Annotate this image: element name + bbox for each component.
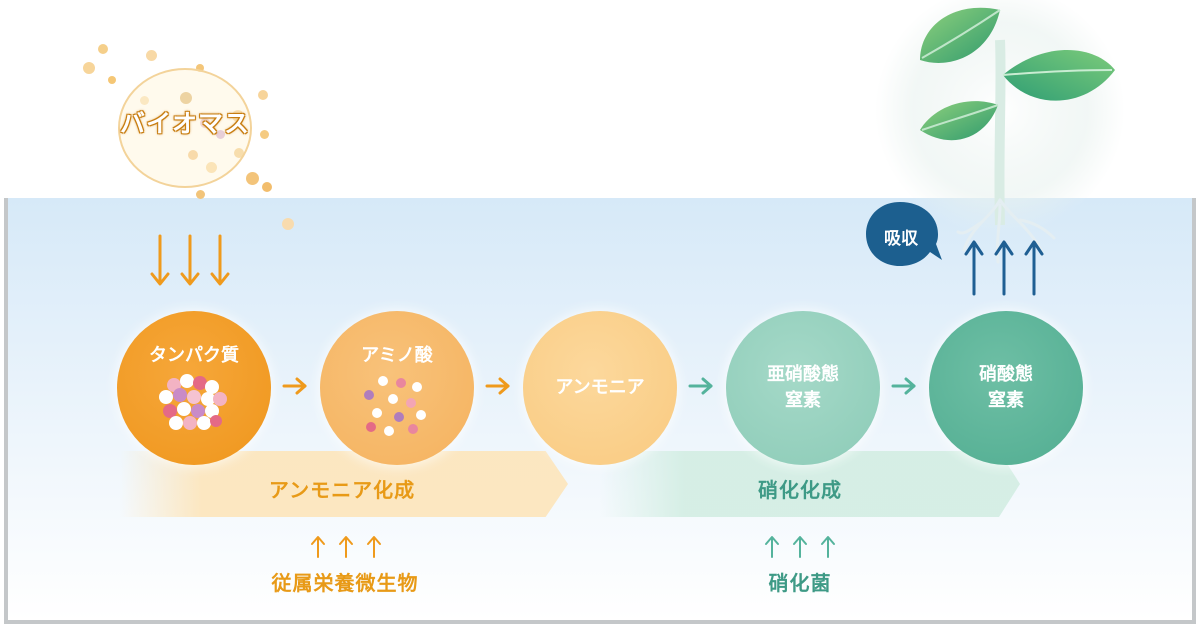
nitrifying-bacteria-label: 硝化菌 xyxy=(768,571,832,595)
node-nitrite-nitrogen: 亜硝酸態 窒素 xyxy=(726,311,880,465)
node-nitrite-label-line2: 窒素 xyxy=(785,390,821,411)
absorption-arrows-icon xyxy=(964,240,1044,296)
heterotrophic-microbes-label: 従属栄養微生物 xyxy=(271,571,419,595)
ammonification-label: アンモニア化成 xyxy=(268,478,416,502)
node-nitrate-label-line2: 窒素 xyxy=(988,390,1024,411)
biomass-circle xyxy=(118,68,252,188)
arrow-right-icon xyxy=(891,377,916,395)
node-ammonia-label: アンモニア xyxy=(555,377,645,398)
node-amino-acid: アミノ酸 xyxy=(320,311,474,465)
arrow-right-icon xyxy=(688,377,713,395)
node-nitrite-label-line1: 亜硝酸態 xyxy=(767,364,839,385)
amino-acid-dots-icon xyxy=(364,376,426,436)
node-nitrate-label-line1: 硝酸態 xyxy=(979,364,1033,385)
arrow-right-icon xyxy=(485,377,510,395)
up-arrows-icon xyxy=(311,536,381,558)
absorption-bubble xyxy=(866,202,942,266)
biomass-label: バイオマス xyxy=(119,109,250,138)
down-arrows-icon xyxy=(150,234,230,286)
up-arrows-icon xyxy=(765,536,835,558)
absorption-label: 吸収 xyxy=(884,229,918,249)
arrow-right-icon xyxy=(282,377,307,395)
node-protein-label: タンパク質 xyxy=(149,345,239,366)
node-nitrate-nitrogen: 硝酸態 窒素 xyxy=(929,311,1083,465)
node-protein: タンパク質 xyxy=(117,311,271,465)
plant-icon xyxy=(875,0,1125,264)
protein-molecule-icon xyxy=(159,374,227,430)
node-ammonia: アンモニア xyxy=(523,311,677,465)
node-amino-acid-label: アミノ酸 xyxy=(361,345,433,366)
nitrification-label: 硝化化成 xyxy=(758,478,842,502)
